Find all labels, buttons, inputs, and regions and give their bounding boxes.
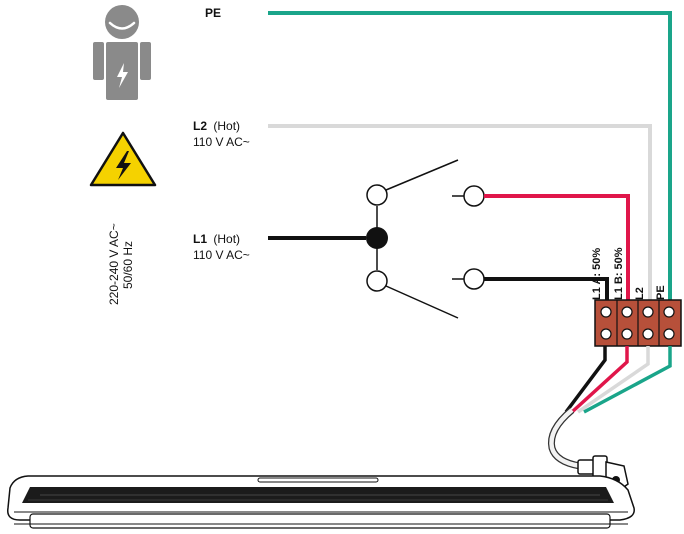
l2-wire — [268, 124, 652, 300]
voltage-note: 220-240 V AC~ 50/60 Hz — [107, 223, 135, 305]
l2-label: L2 — [193, 119, 207, 133]
l2-qualifier: (Hot) — [213, 119, 240, 133]
l1-wire-label: L1 (Hot) — [193, 232, 240, 246]
pe-wire — [268, 11, 672, 300]
terminal-label-l2: L2 — [634, 287, 646, 300]
terminal-label-l1-a: L1 A: 50% — [591, 248, 603, 300]
b-output-wire — [484, 194, 630, 300]
pe-wire-label: PE — [205, 6, 221, 20]
double-pole-switch — [366, 159, 485, 319]
l1-qualifier: (Hot) — [213, 232, 240, 246]
l1-voltage: 110 V AC~ — [193, 248, 250, 262]
l1-label: L1 — [193, 232, 207, 246]
high-voltage-warning-icon — [89, 131, 157, 187]
l2-wire-label: L2 (Hot) — [193, 119, 240, 133]
terminal-block — [594, 299, 682, 347]
terminal-label-pe: PE — [655, 285, 667, 300]
terminal-label-l1-b: L1 B: 50% — [613, 247, 625, 300]
heater-unit — [7, 475, 635, 529]
a-output-wire — [484, 277, 609, 300]
electrician-person-icon — [93, 5, 151, 100]
voltage-note-line2: 50/60 Hz — [121, 241, 135, 289]
voltage-note-line1: 220-240 V AC~ — [107, 223, 121, 305]
l2-voltage: 110 V AC~ — [193, 135, 250, 149]
cable-wires — [564, 346, 672, 414]
